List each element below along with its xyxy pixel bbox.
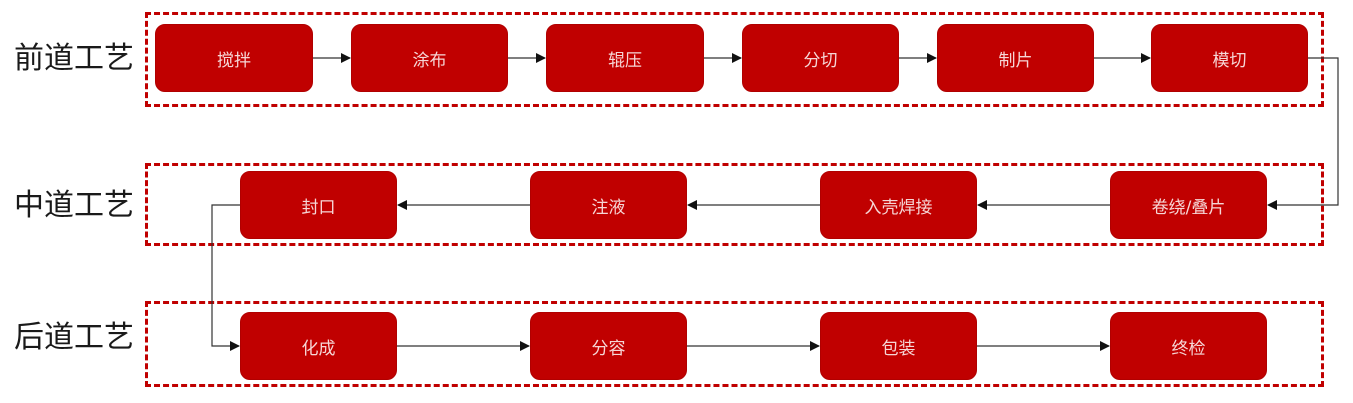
stage-label-front: 前道工艺 bbox=[14, 41, 134, 76]
stage-label-back: 后道工艺 bbox=[14, 320, 134, 355]
step-rolling: 辊压 bbox=[546, 24, 704, 92]
step-electrolyte-injection: 注液 bbox=[530, 171, 687, 239]
group-back-process bbox=[145, 301, 1324, 387]
step-coating: 涂布 bbox=[351, 24, 508, 92]
group-front-process bbox=[145, 12, 1324, 107]
step-sheet-making: 制片 bbox=[937, 24, 1094, 92]
step-packaging: 包装 bbox=[820, 312, 977, 380]
step-sealing: 封口 bbox=[240, 171, 397, 239]
step-final-inspection: 终检 bbox=[1110, 312, 1267, 380]
step-slitting: 分切 bbox=[742, 24, 899, 92]
step-casing-welding: 入壳焊接 bbox=[820, 171, 977, 239]
step-die-cutting: 模切 bbox=[1151, 24, 1308, 92]
stage-label-middle: 中道工艺 bbox=[14, 188, 134, 223]
step-formation: 化成 bbox=[240, 312, 397, 380]
step-winding-stacking: 卷绕/叠片 bbox=[1110, 171, 1267, 239]
step-grading: 分容 bbox=[530, 312, 687, 380]
step-mixing: 搅拌 bbox=[155, 24, 313, 92]
